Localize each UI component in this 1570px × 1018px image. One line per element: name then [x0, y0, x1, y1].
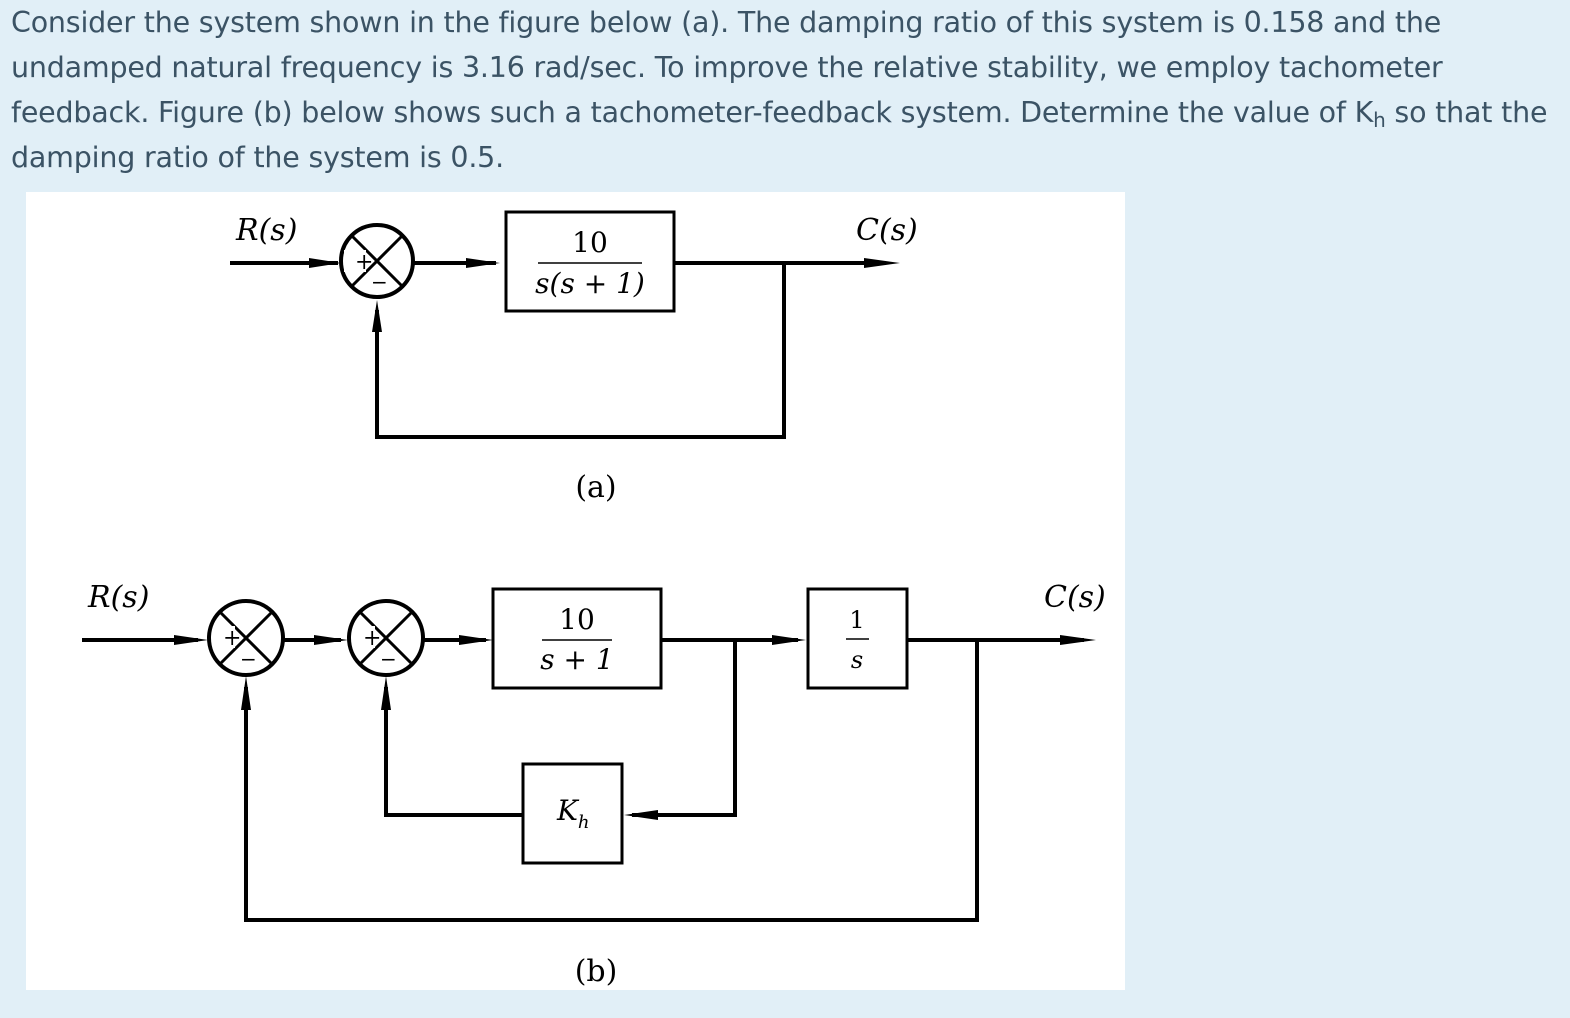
a-minus-sign: − — [371, 270, 388, 294]
b-integrator-numerator: 1 — [849, 606, 864, 634]
b-inner-arrowhead — [314, 635, 348, 645]
b-kh-block — [521, 762, 624, 865]
a-input-label: R(s) — [235, 213, 297, 248]
b-input-arrowhead — [174, 635, 208, 645]
b-tacho-feed-arrowhead — [624, 810, 658, 820]
b-plant-block — [491, 587, 663, 690]
a-feedback-arrowhead — [372, 300, 382, 332]
b-tacho-feed-path — [632, 640, 737, 817]
a-caption: (a) — [575, 470, 616, 505]
b-kh-main: K — [556, 794, 580, 827]
a-block-numerator: 10 — [572, 226, 608, 259]
b-kh-symbol: Kh — [556, 794, 590, 833]
b-caption: (b) — [575, 954, 618, 989]
a-block-denominator: s(s + 1) — [535, 267, 645, 300]
b-plus-sign-1: + — [223, 626, 241, 651]
b-plus-sign-2: + — [363, 626, 381, 651]
b-outer-feedback-path — [244, 640, 979, 922]
a-error-arrowhead — [466, 258, 500, 268]
b-tacho-return-path — [384, 687, 523, 817]
b-minus-sign-1: − — [240, 647, 257, 671]
b-velocity-arrowhead — [772, 635, 806, 645]
b-integrator-denominator: s — [851, 646, 863, 674]
b-summing-junction-outer — [207, 599, 285, 677]
block-diagram-svg: R(s) + − 10 s(s + 1) C(s) — [82, 210, 1106, 989]
b-output-label: C(s) — [1044, 580, 1106, 615]
b-input-label: R(s) — [87, 580, 149, 615]
b-output-arrowhead — [1060, 635, 1096, 645]
a-plus-sign: + — [355, 250, 373, 275]
diagram-a: R(s) + − 10 s(s + 1) C(s) — [230, 210, 918, 505]
b-tacho-return-arrowhead — [381, 676, 391, 710]
question-text: Consider the system shown in the figure … — [11, 0, 1561, 180]
b-error-arrowhead — [459, 635, 493, 645]
question-text-main: Consider the system shown in the figure … — [11, 6, 1443, 129]
a-feedback-path — [375, 263, 786, 439]
b-plant-numerator: 10 — [559, 603, 595, 636]
question-text-end: so that the damping ratio of the system … — [11, 96, 1548, 174]
question-subscript: h — [1373, 108, 1386, 132]
b-outer-feedback-arrowhead — [241, 676, 251, 710]
diagram-b: R(s) + − + − — [82, 580, 1106, 989]
block-diagram-figure: R(s) + − 10 s(s + 1) C(s) — [26, 192, 1125, 990]
b-kh-sub: h — [578, 812, 590, 833]
a-output-arrowhead — [864, 258, 900, 268]
b-plant-denominator: s + 1 — [540, 643, 613, 676]
a-summing-junction — [339, 223, 415, 299]
a-output-label: C(s) — [856, 213, 918, 248]
a-input-arrowhead — [309, 258, 341, 268]
b-minus-sign-2: − — [380, 647, 397, 671]
